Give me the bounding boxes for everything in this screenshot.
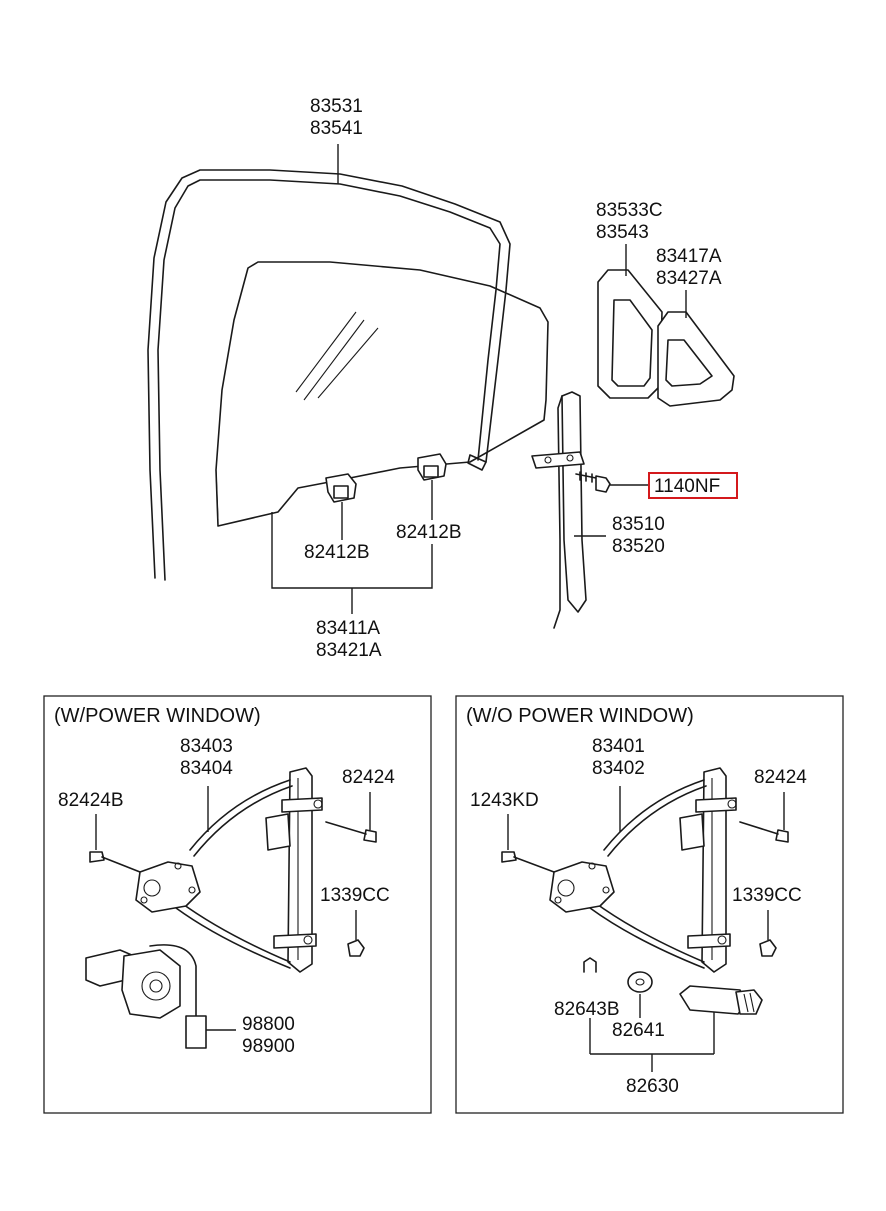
handle-clip[interactable] bbox=[583, 957, 597, 1054]
manual-regulator-label-2[interactable]: 83402 bbox=[592, 758, 645, 779]
power-window-panel bbox=[43, 695, 432, 1114]
manual-window-panel bbox=[455, 695, 844, 1114]
power-window-title: (W/POWER WINDOW) bbox=[54, 705, 261, 727]
bolt-1140nf[interactable] bbox=[575, 471, 650, 493]
power-bolt-left[interactable] bbox=[89, 814, 141, 873]
door-glass[interactable] bbox=[215, 261, 549, 527]
manual-regulator[interactable] bbox=[549, 767, 737, 973]
quarter-glass[interactable] bbox=[657, 311, 735, 407]
glass-holder-right[interactable] bbox=[417, 453, 447, 520]
rear-channel-label-1[interactable]: 83510 bbox=[612, 514, 665, 535]
door-glass-leader bbox=[271, 512, 433, 614]
door-glass-label-2[interactable]: 83421A bbox=[316, 640, 382, 661]
manual-bolt-right-label[interactable]: 82424 bbox=[754, 767, 807, 788]
window-motor-label-2[interactable]: 98900 bbox=[242, 1036, 295, 1057]
power-bolt-right[interactable] bbox=[325, 792, 377, 843]
glass-run-label-2[interactable]: 83541 bbox=[310, 118, 363, 139]
handle-assy-leader bbox=[590, 1053, 714, 1072]
glass-holder-left[interactable] bbox=[325, 473, 357, 540]
manual-bolt-left[interactable] bbox=[501, 814, 555, 873]
quarter-glass-label-2[interactable]: 83427A bbox=[656, 268, 722, 289]
glass-run-label-1[interactable]: 83531 bbox=[310, 96, 363, 117]
power-regulator[interactable] bbox=[135, 767, 323, 973]
quarter-weatherstrip[interactable] bbox=[597, 269, 663, 399]
window-motor-label-1[interactable]: 98800 bbox=[242, 1014, 295, 1035]
handle-washer-label[interactable]: 82641 bbox=[612, 1020, 665, 1041]
power-nut-label[interactable]: 1339CC bbox=[320, 885, 390, 906]
door-glass-label-1[interactable]: 83411A bbox=[316, 618, 380, 639]
bolt-1140nf-label[interactable]: 1140NF bbox=[654, 476, 720, 497]
rear-channel[interactable] bbox=[531, 391, 587, 629]
power-nut[interactable] bbox=[347, 910, 365, 957]
manual-window-title: (W/O POWER WINDOW) bbox=[466, 705, 694, 727]
glass-holder-left-label[interactable]: 82412B bbox=[304, 542, 370, 563]
window-motor[interactable] bbox=[85, 944, 236, 1049]
quarter-weatherstrip-label-1[interactable]: 83533C bbox=[596, 200, 663, 221]
power-bolt-left-label[interactable]: 82424B bbox=[58, 790, 124, 811]
manual-bolt-right[interactable] bbox=[739, 792, 789, 843]
manual-regulator-label-1[interactable]: 83401 bbox=[592, 736, 645, 757]
highlight-box bbox=[648, 472, 738, 499]
quarter-weatherstrip-label-2[interactable]: 83543 bbox=[596, 222, 649, 243]
handle-assy-label[interactable]: 82630 bbox=[626, 1076, 679, 1097]
glass-holder-right-label[interactable]: 82412B bbox=[396, 522, 462, 543]
handle-washer[interactable] bbox=[627, 971, 653, 1018]
quarter-glass-label-1[interactable]: 83417A bbox=[656, 246, 722, 267]
window-handle[interactable] bbox=[679, 985, 763, 1054]
manual-bolt-left-label[interactable]: 1243KD bbox=[470, 790, 539, 811]
manual-nut[interactable] bbox=[759, 910, 777, 957]
rear-channel-label-2[interactable]: 83520 bbox=[612, 536, 665, 557]
manual-nut-label[interactable]: 1339CC bbox=[732, 885, 802, 906]
power-regulator-label-1[interactable]: 83403 bbox=[180, 736, 233, 757]
glass-run-weatherstrip[interactable] bbox=[147, 169, 511, 581]
power-regulator-label-2[interactable]: 83404 bbox=[180, 758, 233, 779]
power-bolt-right-label[interactable]: 82424 bbox=[342, 767, 395, 788]
handle-clip-label[interactable]: 82643B bbox=[554, 999, 620, 1020]
